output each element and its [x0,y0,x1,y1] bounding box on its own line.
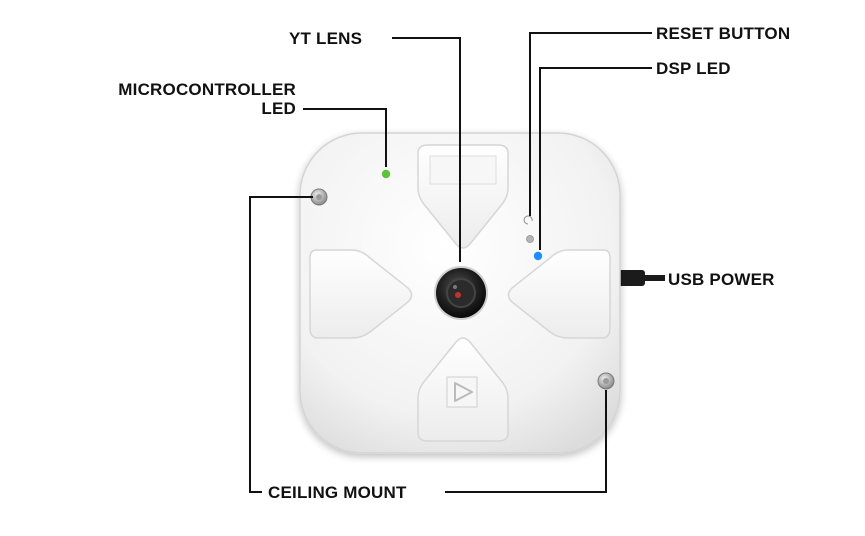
yt-lens-label: YT LENS [289,29,363,48]
usb-power-label: USB POWER [668,270,775,289]
lens [434,266,488,320]
play-icon [446,376,478,408]
top-window [429,155,497,185]
microcontroller-led-label-line1: MICROCONTROLLER [118,80,296,99]
left-petal [309,249,413,339]
microcontroller-led [381,169,391,179]
dsp-led-callout [539,67,652,250]
reset-button-label: RESET BUTTON [656,24,791,43]
right-petal [507,249,611,339]
microcontroller-led-label: MICROCONTROLLER LED [70,80,296,118]
ceiling-mount-left-callout [249,196,313,493]
screw-icon [310,188,328,206]
ceiling-mount-right-callout [445,390,607,493]
yt-lens-callout [392,37,461,262]
screw-icon [597,372,615,390]
dsp-led [533,251,543,261]
reset-icon[interactable] [523,215,534,243]
ceiling-mount-label: CEILING MOUNT [268,483,407,502]
usb-cable-icon [617,270,665,286]
callout-lines [249,32,652,493]
dsp-led-label: DSP LED [656,59,731,78]
microcontroller-led-label-line2: LED [261,99,296,118]
microcontroller-led-callout [303,108,387,167]
reset-button-callout [529,32,652,216]
